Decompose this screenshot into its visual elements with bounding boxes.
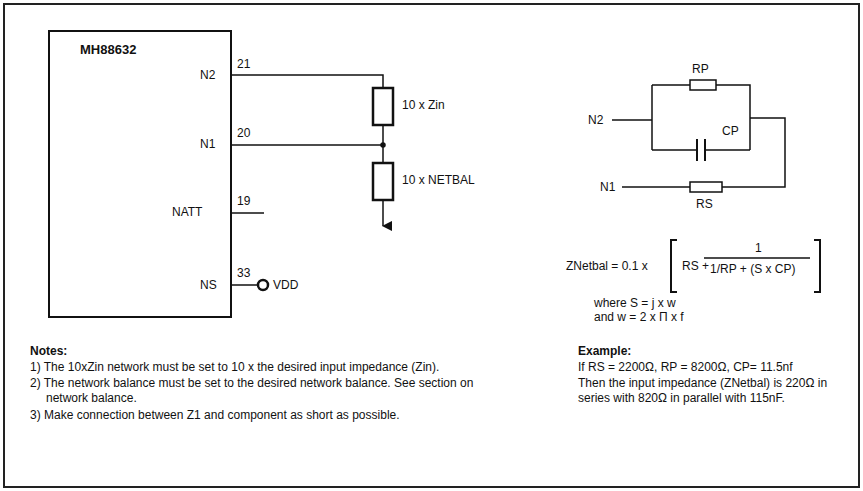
- component-label: 10 x NETBAL: [402, 173, 475, 188]
- chip-box: MH88632N2N1NATT NS: [48, 30, 232, 318]
- component-label: N2: [588, 113, 603, 128]
- note-text: 1) The 10xZin network must be set to 10 …: [30, 360, 439, 375]
- capacitor-symbol: [697, 139, 705, 161]
- component-label: 10 x Zin: [402, 98, 445, 113]
- wire: [722, 118, 785, 187]
- wire: [622, 186, 690, 188]
- wire: [652, 149, 750, 151]
- impedance-block: [373, 88, 393, 125]
- component-label: 1/RP + (S x CP): [710, 262, 795, 277]
- note-text: Example:: [578, 344, 631, 359]
- component-label: and w = 2 x Π x f: [594, 310, 684, 325]
- component-label: VDD: [273, 278, 298, 293]
- impedance-block: [373, 163, 393, 200]
- ground-arrow: [382, 200, 384, 226]
- pin-number: 33: [237, 266, 250, 281]
- component-label: 1: [755, 241, 762, 256]
- wire: [232, 144, 383, 146]
- pin-name: N2: [200, 68, 215, 83]
- component-label: RS +: [682, 259, 709, 274]
- component-label: ZNetbal = 0.1 x: [566, 259, 648, 274]
- pin-number: 20: [237, 126, 250, 141]
- wire: [651, 85, 653, 150]
- vdd-terminal: [258, 280, 268, 290]
- bracket: [814, 240, 820, 292]
- resistor-symbol: [690, 182, 722, 192]
- pin-name: NS: [200, 278, 217, 293]
- junction-dot: [381, 143, 385, 147]
- note-text: 2) The network balance must be set to th…: [30, 376, 516, 406]
- note-text: Notes:: [30, 344, 67, 359]
- pin-number: 19: [237, 194, 250, 209]
- bracket: [671, 240, 677, 292]
- pin-name: N1: [200, 137, 215, 152]
- frame-border: [4, 4, 859, 487]
- component-label: RP: [692, 62, 709, 77]
- wire: [232, 212, 264, 214]
- component-label: where S = j x w: [594, 296, 676, 311]
- note-text: If RS = 2200Ω, RP = 8200Ω, CP= 11.5nf: [578, 360, 793, 375]
- wire: [652, 85, 750, 150]
- note-text: 3) Make connection between Z1 and compon…: [30, 408, 400, 423]
- component-label: RS: [696, 197, 713, 212]
- component-label: CP: [722, 124, 739, 139]
- wire: [612, 119, 652, 121]
- wire: [232, 75, 383, 88]
- pin-name: NATT: [172, 205, 202, 220]
- note-text: Then the input impedance (ZNetbal) is 22…: [578, 376, 848, 406]
- pin-number: 21: [237, 57, 250, 72]
- fraction-bar: [704, 257, 810, 259]
- wire: [232, 284, 258, 286]
- resistor-symbol: [690, 80, 716, 90]
- component-label: N1: [600, 180, 615, 195]
- chip-name: MH88632: [80, 42, 136, 57]
